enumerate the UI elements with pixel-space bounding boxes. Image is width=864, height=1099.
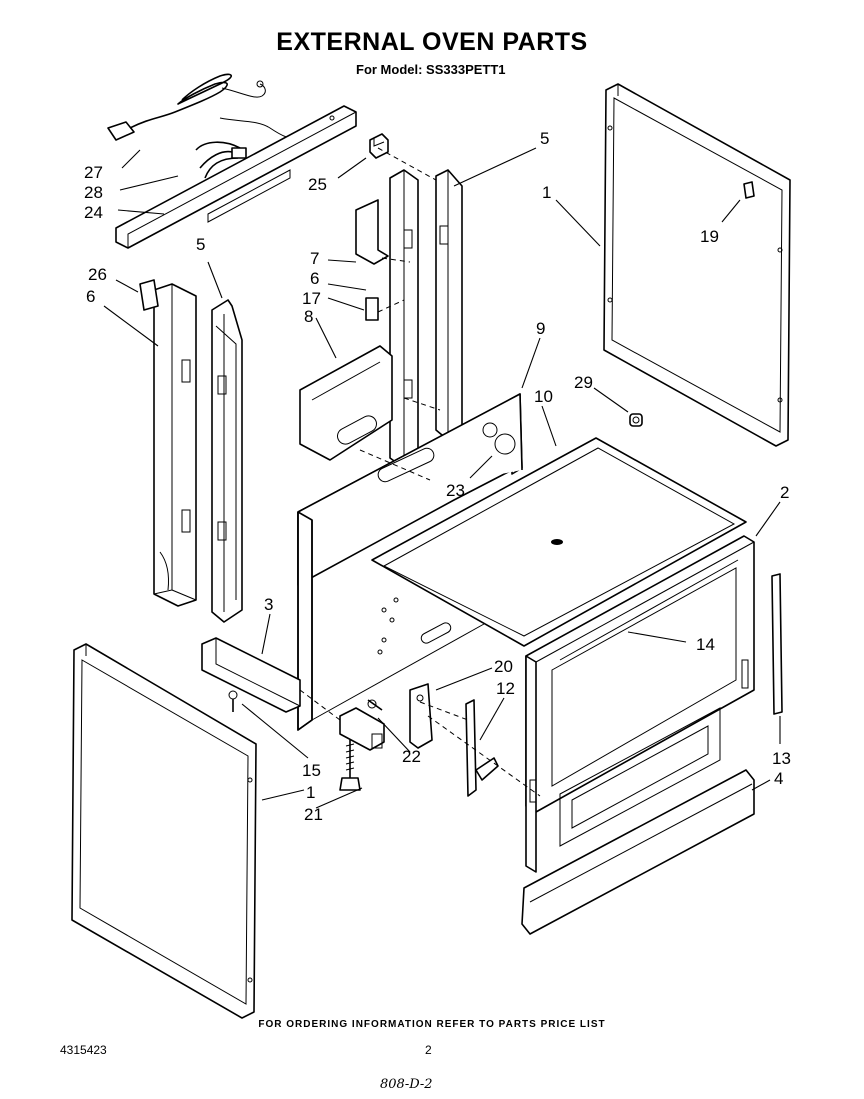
callout-22: 22 [402, 747, 421, 766]
leader-lines [103, 147, 781, 809]
bottom-kick-trim [521, 769, 755, 935]
ordering-note: FOR ORDERING INFORMATION REFER TO PARTS … [258, 1019, 606, 1030]
callout-28: 28 [84, 183, 103, 202]
callout-25: 25 [308, 175, 327, 194]
front-lower-rail [201, 637, 301, 713]
side-panel-right [603, 83, 791, 447]
leveling-bracket [339, 707, 385, 751]
document-number: 4315423 [60, 1043, 107, 1057]
callout-15: 15 [302, 761, 321, 780]
callout-23: 23 [446, 481, 465, 500]
grommet [743, 181, 755, 199]
callout-5-right: 5 [540, 129, 549, 148]
bracket-clip [369, 133, 389, 159]
vent-duct [299, 345, 393, 461]
callout-20: 20 [494, 657, 513, 676]
callout-4: 4 [774, 769, 783, 788]
callout-2: 2 [780, 483, 789, 502]
model-subtitle: For Model: SS333PETT1 [356, 62, 506, 77]
screw-22 [367, 699, 383, 711]
callout-3: 3 [264, 595, 273, 614]
callout-13: 13 [772, 749, 791, 768]
side-panel-left [71, 643, 257, 1019]
screw-15 [228, 690, 238, 712]
callout-12: 12 [496, 679, 515, 698]
oven-top-plate [371, 437, 747, 647]
small-bracket [365, 297, 379, 321]
hinge-bracket [409, 683, 433, 749]
callout-24: 24 [84, 203, 103, 222]
callout-10: 10 [534, 387, 553, 406]
power-cord [107, 73, 266, 141]
callout-21: 21 [304, 805, 323, 824]
handwritten-note: 808-D-2 [380, 1077, 433, 1092]
page-number: 2 [425, 1043, 432, 1057]
callout-27: 27 [84, 163, 103, 182]
callout-26: 26 [88, 265, 107, 284]
rear-rail-right [435, 169, 463, 441]
callout-29: 29 [574, 373, 593, 392]
rear-panel [297, 393, 523, 731]
leveling-leg [339, 740, 361, 791]
callout-labels: 27 28 24 25 5 1 19 5 26 6 7 6 17 8 9 29 … [84, 129, 791, 824]
mounting-bracket [355, 199, 389, 265]
front-trim-bar [115, 105, 357, 249]
callout-7: 7 [310, 249, 319, 268]
left-oven-guide [211, 299, 243, 623]
left-side-rail [153, 283, 197, 607]
rail-clip [139, 279, 159, 311]
plug-button [629, 413, 643, 427]
callout-1-right: 1 [542, 183, 551, 202]
callout-6-left: 6 [86, 287, 95, 306]
callout-19: 19 [700, 227, 719, 246]
callout-14: 14 [696, 635, 715, 654]
assembly-lines [299, 147, 541, 797]
callout-8: 8 [304, 307, 313, 326]
callout-1-left: 1 [306, 783, 315, 802]
page-title: EXTERNAL OVEN PARTS [276, 28, 588, 56]
callout-17: 17 [302, 289, 321, 308]
side-trim-strip [771, 573, 783, 715]
callout-6-center: 6 [310, 269, 319, 288]
door-hinge [465, 699, 499, 797]
callout-9: 9 [536, 319, 545, 338]
front-frame [525, 535, 755, 873]
callout-5-left: 5 [196, 235, 205, 254]
rear-rail-left [389, 169, 419, 469]
frame-trim-14 [559, 559, 739, 661]
